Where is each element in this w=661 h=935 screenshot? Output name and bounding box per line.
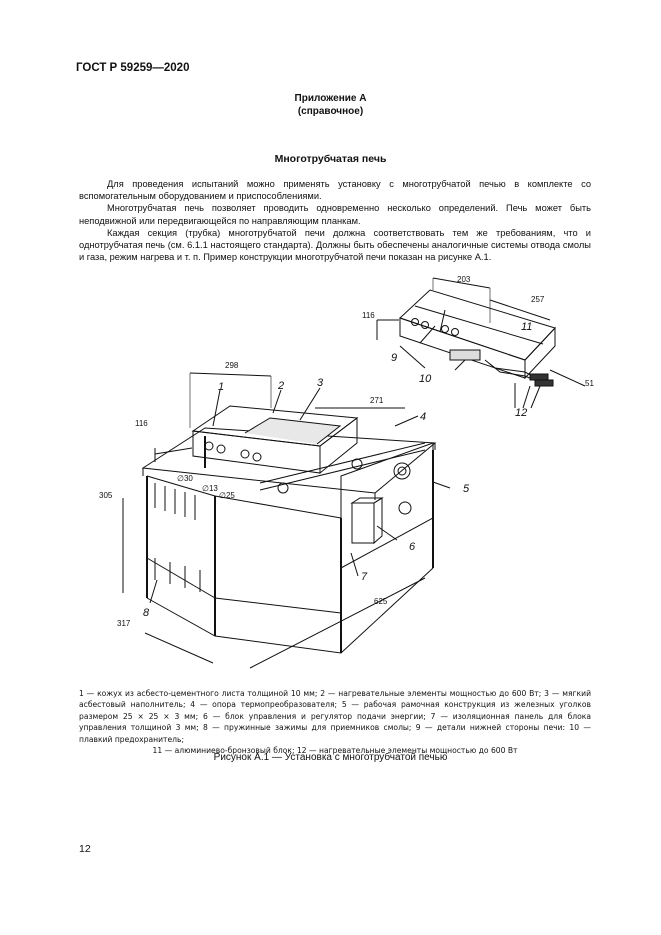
dim-298: 298 — [225, 361, 239, 370]
figure-title: Рисунок А.1 — Установка с многотрубчатой… — [213, 752, 448, 763]
dim-305: 305 — [99, 491, 113, 500]
dim-317: 317 — [117, 619, 131, 628]
dim-30: ∅30 — [177, 474, 193, 483]
callout-6: 6 — [409, 541, 416, 553]
callout-2: 2 — [277, 380, 284, 392]
callout-8: 8 — [143, 607, 150, 619]
callout-3: 3 — [317, 377, 324, 389]
appendix-heading: Приложение А (справочное) — [0, 92, 661, 118]
dim-51: 51 — [585, 379, 594, 388]
dim-116-top: 116 — [362, 311, 375, 320]
dim-25: ∅25 — [219, 491, 235, 500]
main-frame-drawing — [122, 372, 451, 669]
legend-line: 11 — алюминиево-бронзовый блок; 12 — наг… — [152, 746, 518, 756]
paragraph: Многотрубчатая печь позволяет проводить … — [79, 203, 591, 226]
appendix-subtitle: (справочное) — [297, 106, 364, 117]
callout-11: 11 — [521, 321, 532, 333]
section-title: Многотрубчатая печь — [274, 153, 387, 165]
callout-1: 1 — [218, 381, 224, 393]
dim-203: 203 — [457, 275, 471, 284]
dim-625: 625 — [374, 597, 388, 606]
callout-10: 10 — [419, 373, 432, 385]
body-text: Для проведения испытаний можно применять… — [79, 178, 591, 263]
furnace-drawing-svg: 203 257 116 51 298 271 116 305 ∅30 ∅13 ∅… — [99, 275, 594, 669]
dim-257: 257 — [531, 295, 545, 304]
paragraph: Для проведения испытаний можно применять… — [79, 179, 591, 202]
callout-5: 5 — [463, 483, 470, 495]
callout-12: 12 — [515, 407, 527, 419]
appendix-title: Приложение А — [294, 93, 367, 104]
legend-line: 1 — кожух из асбесто-цементного листа то… — [79, 689, 591, 744]
detail-block-drawing — [376, 277, 586, 409]
callout-9: 9 — [391, 352, 397, 364]
dim-116: 116 — [135, 419, 148, 428]
callout-7: 7 — [361, 571, 368, 583]
furnace-drawing: 203 257 116 51 298 271 116 305 ∅30 ∅13 ∅… — [95, 268, 615, 678]
page-number: 12 — [79, 843, 91, 855]
standard-header: ГОСТ Р 59259—2020 — [76, 62, 190, 74]
callout-4: 4 — [420, 411, 426, 423]
paragraph: Каждая секция (трубка) многотрубчатой пе… — [79, 227, 591, 263]
dim-13: ∅13 — [202, 484, 218, 493]
figure-legend: 1 — кожух из асбесто-цементного листа то… — [79, 688, 591, 756]
dim-271: 271 — [370, 396, 384, 405]
